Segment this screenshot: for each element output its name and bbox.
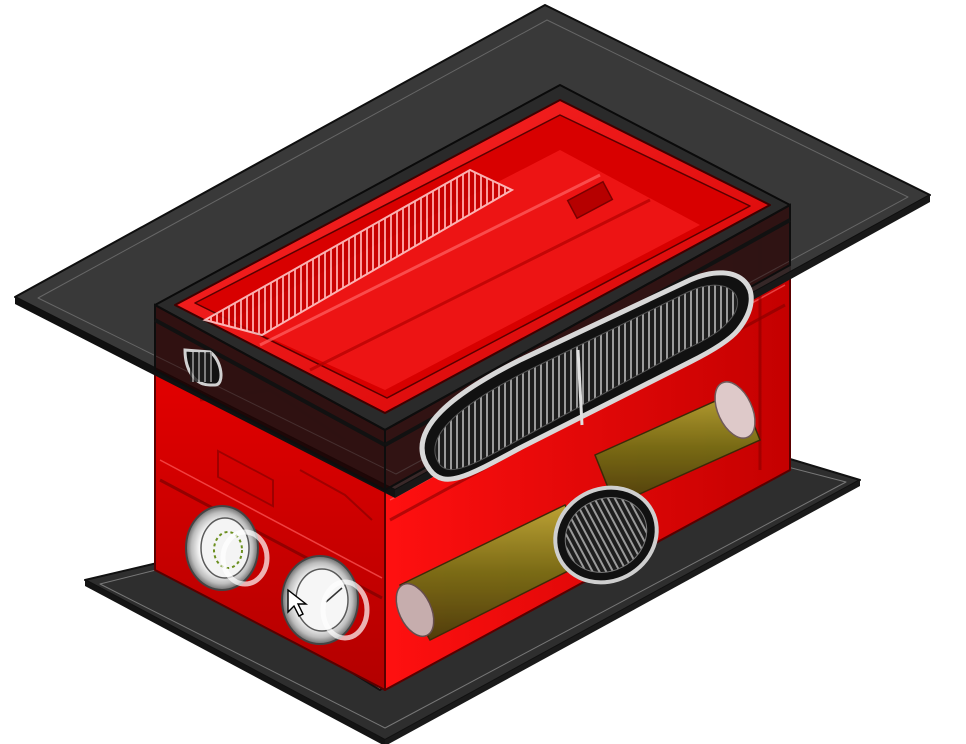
large-vent-grille — [419, 270, 754, 482]
mouse-pointer-icon — [287, 588, 309, 617]
round-duct-connector-upper — [185, 505, 270, 591]
round-duct-connector-lower — [281, 555, 370, 645]
small-vent-grille — [553, 485, 659, 585]
side-vent-small — [183, 348, 223, 387]
enclosure-top-rim — [154, 84, 791, 431]
